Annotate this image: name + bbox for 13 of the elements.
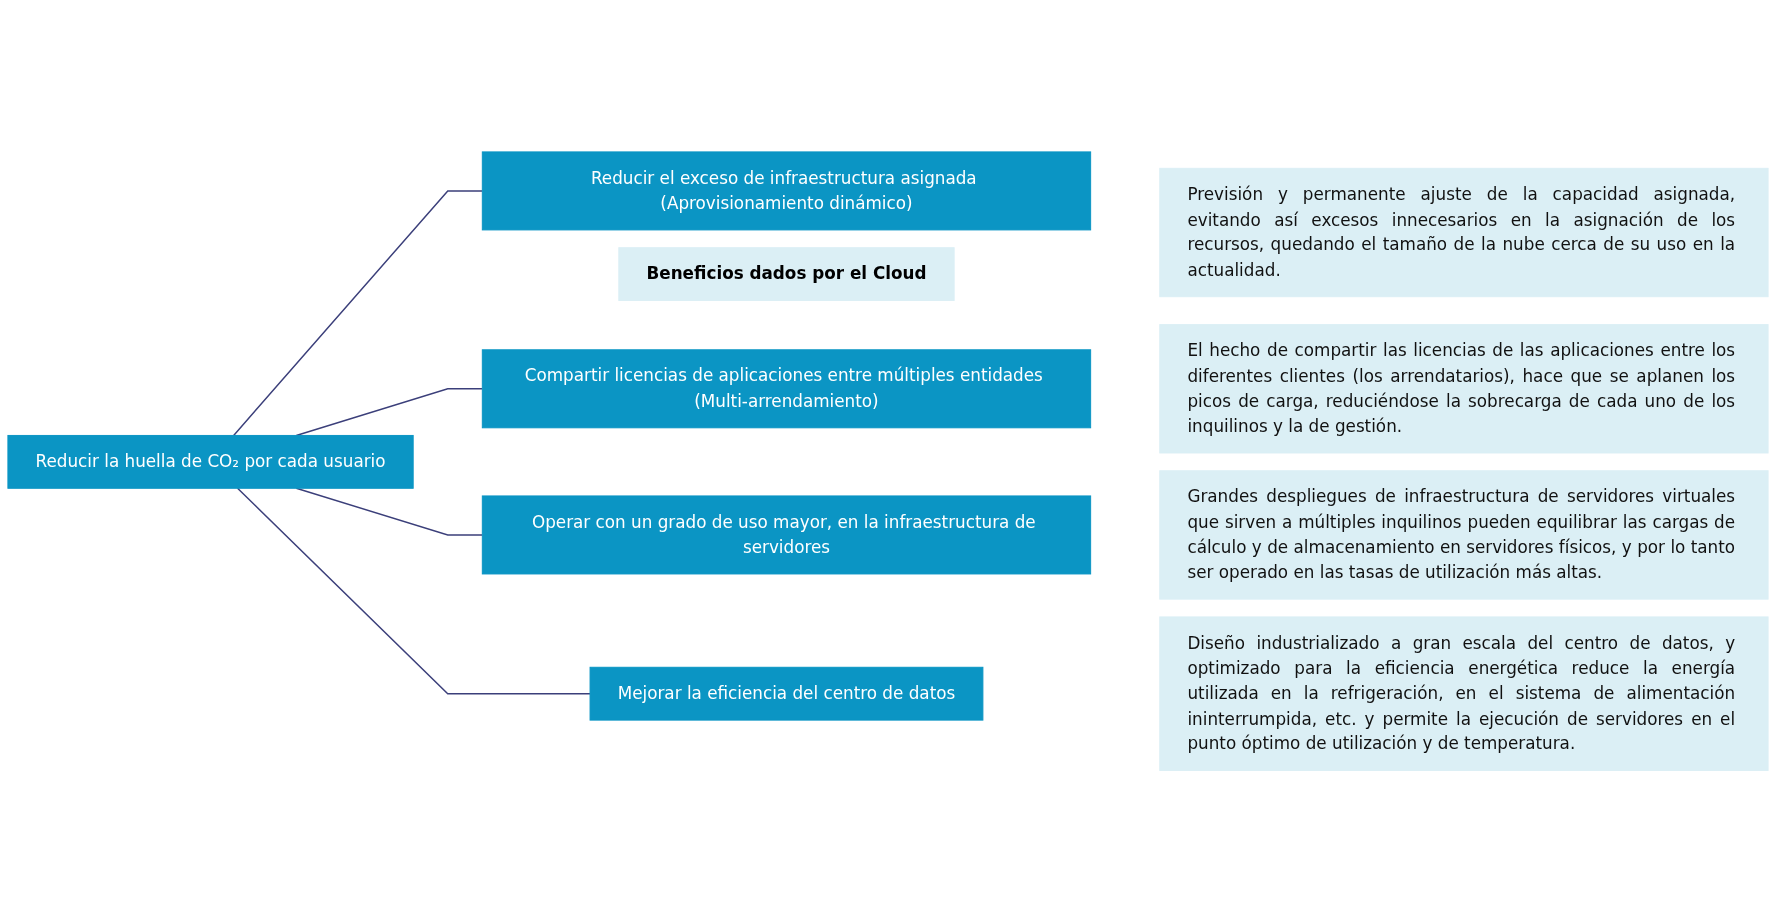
node-box: Operar con un grado de uso mayor, en la infraestructura de servidores	[481, 495, 1092, 575]
node-box: El hecho de compartir las licencias de las aplicaciones entre los diferentes clientes (los arrendatarios), hace que se aplanen los picos de carga, reduciéndose la sobrecarga de cada uno de los inquilinos y la de gestión.	[1159, 323, 1769, 454]
node-box: Previsión y permanente ajuste de la capacidad asignada, evitando así excesos innecesarios en la asignación de los recursos, quedando el tamaño de la nube cerca de su uso en la actualidad.	[1159, 167, 1769, 297]
node-box: Beneficios dados por el Cloud	[618, 247, 955, 301]
node-box: Reducir la huella de CO₂ por cada usuario	[7, 434, 414, 489]
node-box: Diseño industrializado a gran escala del centro de datos, y optimizado para la eficiencia energética reduce la energía utilizada en la refrigeración, en el sistema de alimentación ininterrumpida, etc. y permite la ejecución de servidores en el punto óptimo de utilización y de temperatura.	[1159, 616, 1769, 771]
connector	[236, 487, 591, 695]
node-box: Mejorar la eficiencia del centro de datos	[589, 666, 984, 721]
connector	[295, 387, 484, 436]
node-box: Compartir licencias de aplicaciones entre múltiples entidades (Multi-arrendamiento)	[481, 349, 1092, 429]
connector	[232, 190, 484, 436]
node-box: Grandes despliegues de infraestructura de servidores virtuales que sirven a múltiples inquilinos pueden equilibrar las cargas de cálculo y de almacenamiento en servidores físicos, y por lo tanto ser operado en las tasas de utilización más altas.	[1159, 470, 1769, 600]
node-box: Reducir el exceso de infraestructura asignada (Aprovisionamiento dinámico)	[481, 151, 1092, 231]
